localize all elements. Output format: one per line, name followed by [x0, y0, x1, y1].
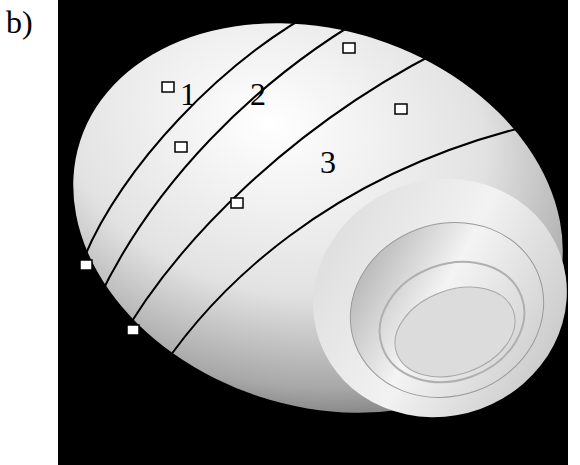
curve	[84, 4, 328, 258]
rim-edge	[363, 242, 542, 402]
curve	[116, 36, 470, 348]
marker	[162, 82, 174, 92]
callout-number: 1	[180, 78, 196, 110]
curve	[150, 122, 545, 386]
marker	[231, 198, 243, 208]
curve	[98, 6, 384, 300]
rim-hole	[325, 196, 568, 425]
rim-inner	[382, 271, 527, 392]
marker	[175, 142, 187, 152]
callout-number: 2	[250, 78, 266, 110]
marker	[395, 104, 407, 114]
tire-body	[22, 0, 580, 465]
curve	[316, 0, 392, 10]
callout-number: 3	[320, 146, 336, 178]
marker	[80, 260, 92, 270]
sidewall	[279, 143, 580, 452]
marker	[127, 325, 139, 335]
marker	[343, 43, 355, 53]
panel-label: b)	[6, 6, 33, 38]
